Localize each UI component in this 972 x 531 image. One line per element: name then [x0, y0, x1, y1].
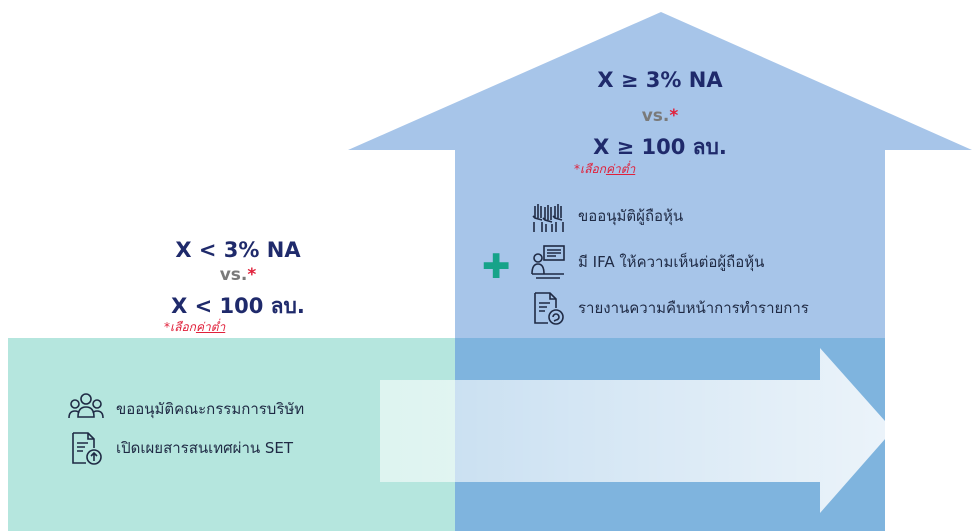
- low-note: *เลือกค่าต่ำ: [164, 320, 226, 334]
- high-item-ifa-opinion: มี IFA ให้ความเห็นต่อผู้ถือหุ้น: [530, 244, 764, 280]
- high-note: *เลือกค่าต่ำ: [574, 162, 636, 176]
- board-group-icon: [68, 391, 104, 427]
- low-item-label: เปิดเผยสารสนเทศผ่าน SET: [116, 439, 294, 457]
- low-vs-label: vs.*: [219, 265, 257, 285]
- high-condition-percent: X ≥ 3% NA: [597, 68, 723, 92]
- low-item-set-disclosure: เปิดเผยสารสนเทศผ่าน SET: [68, 430, 293, 466]
- advisor-presentation-icon: [530, 244, 566, 280]
- low-condition-percent: X < 3% NA: [175, 238, 301, 262]
- low-item-board-approval: ขออนุมัติคณะกรรมการบริษัท: [68, 391, 304, 427]
- progress-report-icon: [530, 290, 566, 326]
- low-item-label: ขออนุมัติคณะกรรมการบริษัท: [116, 400, 305, 418]
- high-item-label: ขออนุมัติผู้ถือหุ้น: [578, 207, 684, 225]
- high-item-progress-report: รายงานความคืบหน้าการทำรายการ: [530, 290, 809, 326]
- progress-arrow: [380, 348, 893, 513]
- high-item-label: มี IFA ให้ความเห็นต่อผู้ถือหุ้น: [578, 253, 765, 271]
- high-vs-label: vs.*: [641, 106, 679, 126]
- plus-icon: ✚: [482, 247, 511, 287]
- high-item-shareholder-approval: ขออนุมัติผู้ถือหุ้น: [530, 198, 683, 234]
- document-upload-icon: [68, 430, 104, 466]
- raised-hands-icon: [530, 198, 566, 234]
- high-item-label: รายงานความคืบหน้าการทำรายการ: [578, 299, 809, 317]
- low-condition-amount: X < 100 ลบ.: [171, 294, 305, 318]
- high-condition-amount: X ≥ 100 ลบ.: [593, 135, 727, 159]
